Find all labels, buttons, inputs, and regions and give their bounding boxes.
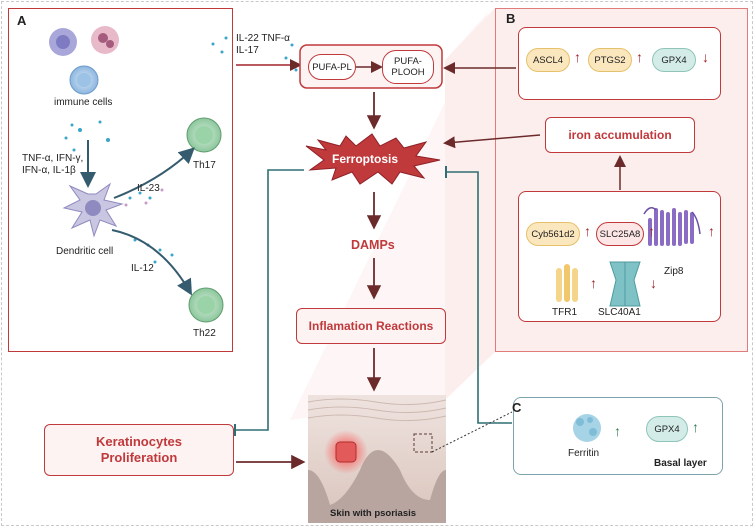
- slc40a1-icon: [609, 261, 641, 307]
- ascl4-up-arrow: ↑: [574, 49, 581, 65]
- ferritin-icon: [573, 414, 601, 442]
- th22-cell-icon: [188, 287, 224, 323]
- top-cytokine-line-2: IL-17: [236, 45, 259, 56]
- ferritin-up-arrow: ↑: [614, 423, 621, 439]
- th17-label: Th17: [193, 160, 216, 171]
- ascl4-pill: ASCL4: [526, 48, 570, 72]
- ptgs2-up-arrow: ↑: [636, 49, 643, 65]
- panel-c: C: [512, 397, 723, 475]
- gpx4-down-arrow: ↓: [702, 49, 709, 65]
- iron-accumulation-box: iron accumulation: [545, 117, 695, 153]
- zip8-up-arrow: ↑: [708, 223, 715, 239]
- immune-cell-icons: [49, 26, 119, 95]
- tfr1-label: TFR1: [552, 307, 577, 318]
- panel-c-label: C: [512, 400, 522, 415]
- cytokine-line-2: IFN-α, IL-1β: [22, 165, 76, 176]
- gpx4-basal-pill: GPX4: [646, 416, 688, 442]
- th17-cell-icon: [186, 117, 222, 153]
- cyb561d2-up-arrow: ↑: [584, 223, 591, 239]
- panel-b: B: [495, 8, 748, 352]
- il23-label: IL-23: [137, 183, 160, 194]
- zip8-label: Zip8: [664, 266, 684, 277]
- gpx4-basal-up-arrow: ↑: [692, 419, 699, 435]
- slc40a1-label: SLC40A1: [598, 307, 641, 318]
- basal-layer-label: Basal layer: [654, 458, 707, 469]
- ferritin-label: Ferritin: [568, 448, 600, 459]
- immune-cells-label: immune cells: [54, 97, 113, 108]
- keratinocytes-box: Keratinocytes Proliferation: [44, 424, 234, 476]
- ptgs2-pill: PTGS2: [588, 48, 632, 72]
- dendritic-cell-label: Dendritic cell: [56, 246, 114, 257]
- slc25a8-up-arrow: ↑: [648, 223, 655, 239]
- pufa-plooh-node: PUFA- PLOOH: [382, 50, 434, 84]
- cyb561d2-pill: Cyb561d2: [526, 222, 580, 246]
- top-cytokine-line-1: IL-22 TNF-α: [236, 33, 290, 44]
- tfr1-up-arrow: ↑: [590, 275, 597, 291]
- th22-label: Th22: [193, 328, 216, 339]
- cytokine-line-1: TNF-α, IFN-γ,: [22, 153, 84, 164]
- slc25a8-pill: SLC25A8: [596, 222, 644, 246]
- tfr1-icon: [556, 264, 578, 302]
- il12-label: IL-12: [131, 263, 154, 274]
- inflammation-box: Inflamation Reactions: [296, 308, 446, 344]
- pufa-pl-node: PUFA-PL: [308, 54, 356, 80]
- gpx4-pill: GPX4: [652, 48, 696, 72]
- dendritic-cell-icon: [62, 182, 124, 238]
- damps-label: DAMPs: [351, 238, 395, 252]
- panel-b-label: B: [506, 11, 516, 26]
- skin-label: Skin with psoriasis: [330, 508, 417, 519]
- skin-psoriasis-illustration: [307, 395, 447, 523]
- slc40a1-down-arrow: ↓: [650, 275, 657, 291]
- ferroptosis-label: Ferroptosis: [332, 152, 399, 166]
- panel-a-label: A: [17, 13, 27, 28]
- zip8-icon: [643, 207, 701, 246]
